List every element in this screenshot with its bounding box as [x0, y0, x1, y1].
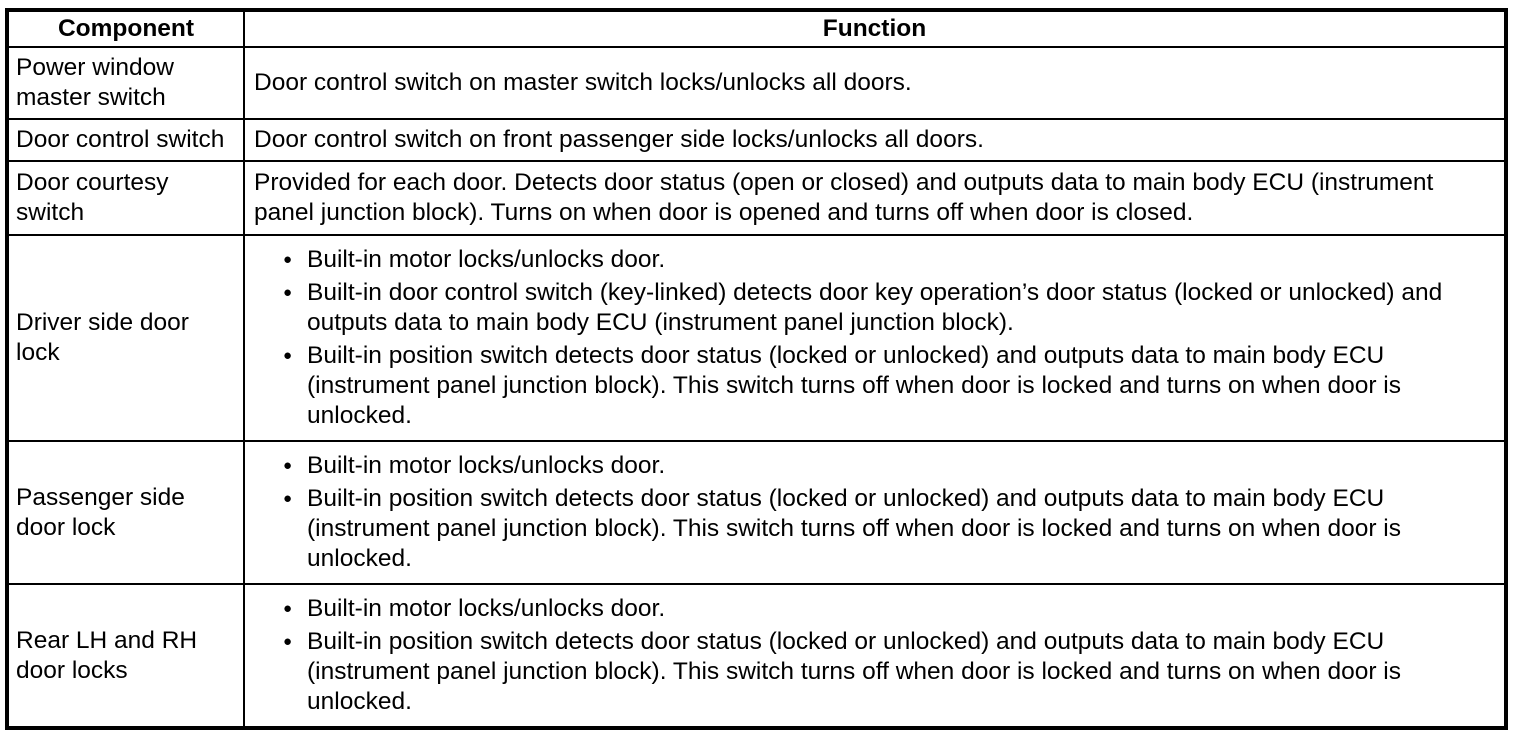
component-column-header: Component: [6, 9, 245, 48]
components-function-table: Component Function Power window master s…: [5, 8, 1508, 730]
function-bullet-item: ● Built-in position switch detects door …: [245, 341, 1474, 431]
function-bullet-item: ● Built-in position switch detects door …: [245, 627, 1474, 717]
component-cell-power-window-master-switch: Power window master switch: [6, 46, 245, 120]
function-cell: Provided for each door. Detects door sta…: [243, 160, 1507, 236]
function-bullet-item: ● Built-in motor locks/unlocks door.: [245, 451, 1474, 481]
component-cell-passenger-side-door-lock: Passenger side door lock: [6, 440, 245, 585]
function-cell: Door control switch on front passenger s…: [243, 118, 1507, 162]
component-cell-door-courtesy-switch: Door courtesy switch: [6, 160, 245, 236]
table-row: Door control switch Door control switch …: [6, 118, 1507, 162]
function-bullet-item: ● Built-in motor locks/unlocks door.: [245, 245, 1474, 275]
function-bullet-item: ● Built-in door control switch (key-link…: [245, 278, 1474, 338]
document-page: Component Function Power window master s…: [5, 8, 1508, 730]
function-cell: ● Built-in motor locks/unlocks door. ● B…: [243, 583, 1507, 729]
table-row: Door courtesy switch Provided for each d…: [6, 160, 1507, 236]
function-bullet-list: ● Built-in motor locks/unlocks door. ● B…: [245, 245, 1474, 431]
function-bullet-text: Built-in position switch detects door st…: [307, 342, 1401, 429]
table-header-row: Component Function: [6, 9, 1507, 48]
component-cell-driver-side-door-lock: Driver side door lock: [6, 234, 245, 442]
bullet-icon: ●: [283, 457, 293, 474]
function-bullet-text: Built-in motor locks/unlocks door.: [307, 595, 666, 622]
function-cell: ● Built-in motor locks/unlocks door. ● B…: [243, 440, 1507, 585]
bullet-icon: ●: [283, 600, 293, 617]
bullet-icon: ●: [283, 490, 293, 507]
function-bullet-item: ● Built-in position switch detects door …: [245, 484, 1474, 574]
table-row: Power window master switch Door control …: [6, 46, 1507, 120]
function-bullet-text: Built-in motor locks/unlocks door.: [307, 246, 666, 273]
function-bullet-list: ● Built-in motor locks/unlocks door. ● B…: [245, 594, 1474, 717]
function-column-header: Function: [243, 9, 1507, 48]
function-bullet-list: ● Built-in motor locks/unlocks door. ● B…: [245, 451, 1474, 574]
function-bullet-text: Built-in position switch detects door st…: [307, 485, 1401, 572]
function-bullet-text: Built-in position switch detects door st…: [307, 628, 1401, 715]
table-row: Driver side door lock ● Built-in motor l…: [6, 234, 1507, 442]
bullet-icon: ●: [283, 251, 293, 268]
table-row: Rear LH and RH door locks ● Built-in mot…: [6, 583, 1507, 729]
function-bullet-text: Built-in door control switch (key-linked…: [307, 279, 1443, 336]
bullet-icon: ●: [283, 284, 293, 301]
bullet-icon: ●: [283, 633, 293, 650]
component-cell-door-control-switch: Door control switch: [6, 118, 245, 162]
function-cell: ● Built-in motor locks/unlocks door. ● B…: [243, 234, 1507, 442]
function-bullet-item: ● Built-in motor locks/unlocks door.: [245, 594, 1474, 624]
bullet-icon: ●: [283, 347, 293, 364]
component-cell-rear-lh-rh-door-locks: Rear LH and RH door locks: [6, 583, 245, 729]
function-bullet-text: Built-in motor locks/unlocks door.: [307, 452, 666, 479]
function-cell: Door control switch on master switch loc…: [243, 46, 1507, 120]
table-row: Passenger side door lock ● Built-in moto…: [6, 440, 1507, 585]
